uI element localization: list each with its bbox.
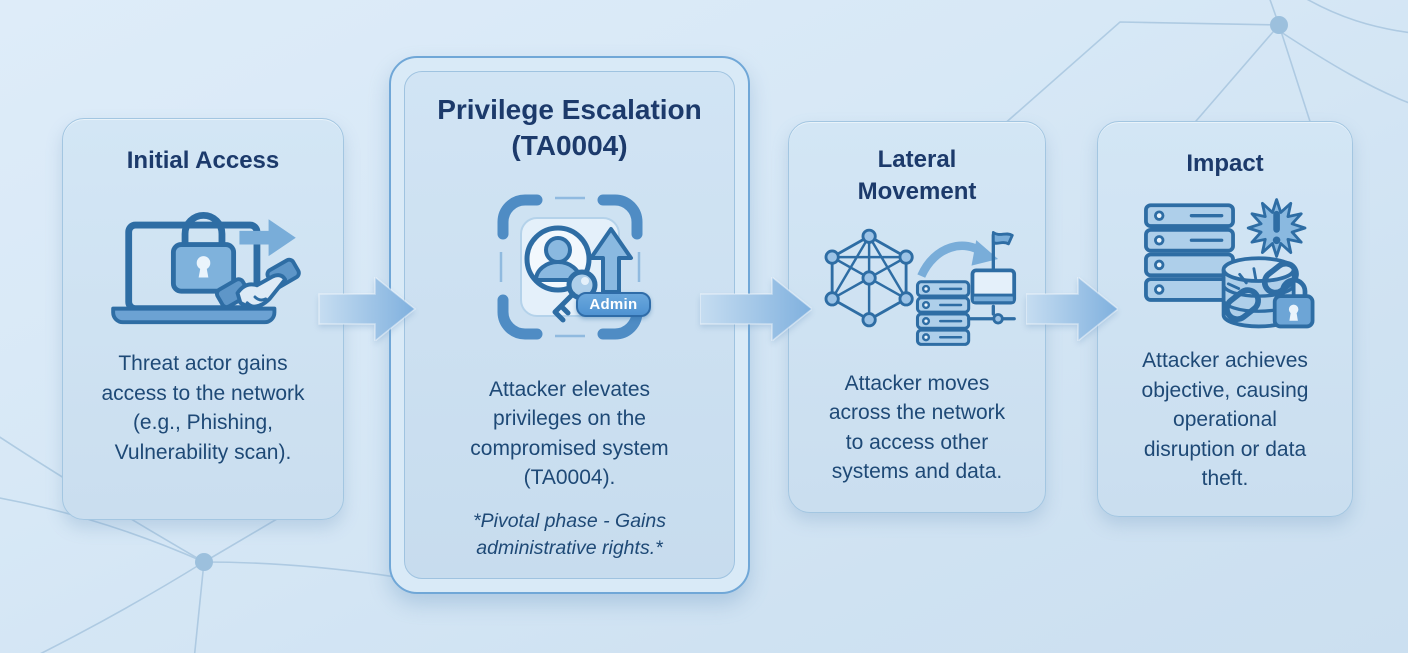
stage-card-impact: Impact bbox=[1097, 121, 1353, 517]
padlock-icon bbox=[1272, 278, 1315, 329]
stage-card-initial-access: Initial Access Th bbox=[62, 118, 344, 520]
stage-title: Initial Access bbox=[126, 147, 280, 174]
focus-frame-icon bbox=[497, 194, 642, 340]
flow-arrow-1 bbox=[318, 277, 416, 341]
stage-title: Lateral Movement bbox=[857, 146, 977, 206]
stage-card-privilege-escalation: Privilege Escalation (TA0004) bbox=[404, 71, 735, 579]
server-rack-icon bbox=[915, 280, 971, 346]
stage-title: Privilege Escalation (TA0004) bbox=[437, 94, 702, 162]
stage-description: Attacker achieves objective, causing ope… bbox=[1141, 349, 1309, 490]
stage-note: *Pivotal phase - Gains administrative ri… bbox=[473, 510, 666, 560]
server-rack-icon bbox=[1144, 203, 1235, 303]
monitor-flag-icon bbox=[967, 230, 1017, 325]
alert-burst-icon bbox=[1246, 198, 1307, 259]
network-node bbox=[1270, 16, 1288, 34]
handshake-icon bbox=[214, 258, 301, 310]
stage-description: Attacker moves across the network to acc… bbox=[828, 371, 1006, 483]
stage-description: Threat actor gains access to the network… bbox=[101, 352, 305, 464]
initial-access-icon bbox=[101, 193, 306, 331]
network-to-system-icon bbox=[824, 228, 1017, 346]
flow-arrow-3 bbox=[1026, 277, 1118, 341]
stage-card-lateral-movement: Lateral Movement bbox=[788, 121, 1046, 513]
privilege-escalation-icon: Admin bbox=[485, 181, 655, 353]
stage-description: Attacker elevates privileges on the comp… bbox=[470, 377, 669, 489]
padlock-icon bbox=[181, 212, 225, 251]
network-node bbox=[195, 553, 213, 571]
impact-icon bbox=[1132, 192, 1318, 334]
highlight-ring: Privilege Escalation (TA0004) bbox=[389, 56, 750, 594]
disruption-icon bbox=[1144, 198, 1315, 329]
lateral-movement-icon bbox=[811, 223, 1023, 351]
transfer-arrow-icon bbox=[238, 219, 296, 257]
broken-chain-icon bbox=[1224, 261, 1299, 323]
key-icon bbox=[552, 269, 597, 323]
flow-arrow-2 bbox=[700, 277, 812, 341]
stage-title: Impact bbox=[1186, 150, 1264, 177]
admin-badge: Admin bbox=[576, 291, 651, 317]
laptop-lock-handshake-icon bbox=[110, 212, 301, 325]
arrow-up-icon bbox=[588, 226, 633, 294]
